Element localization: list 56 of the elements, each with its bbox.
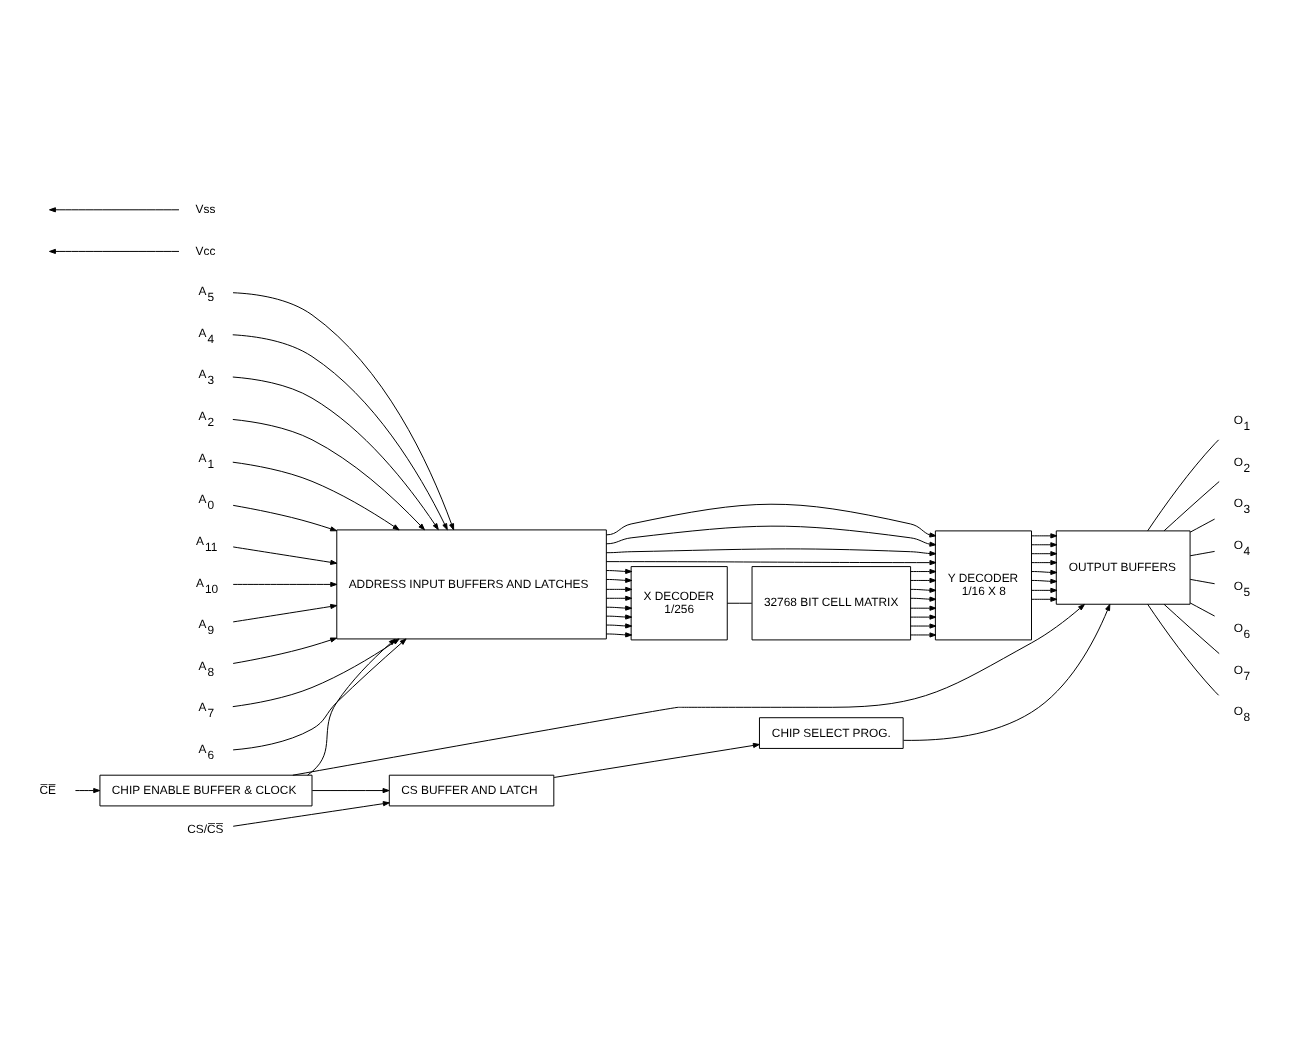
arrow <box>292 603 1085 776</box>
arrow <box>232 637 338 664</box>
arrow <box>605 577 633 583</box>
arrow <box>605 503 937 538</box>
arrow <box>49 207 180 213</box>
arrow <box>232 603 338 623</box>
connector <box>1147 603 1220 696</box>
connector <box>1189 518 1216 533</box>
connector <box>1189 550 1216 557</box>
arrow <box>1031 533 1058 539</box>
connector <box>1189 578 1216 585</box>
arrow <box>1031 587 1058 593</box>
arrow <box>1031 560 1058 566</box>
arrow <box>910 587 937 593</box>
arrow <box>1031 542 1058 548</box>
arrow <box>307 638 396 776</box>
arrow <box>1031 578 1058 584</box>
arrow <box>49 248 180 254</box>
arrow <box>910 614 937 620</box>
arrow <box>232 292 455 531</box>
arrow <box>910 568 937 575</box>
arrow <box>910 577 937 584</box>
arrow <box>605 586 633 592</box>
arrow <box>605 525 937 547</box>
arrow <box>232 418 425 531</box>
arrow <box>605 548 937 557</box>
arrow <box>605 560 937 566</box>
arrow <box>605 595 633 601</box>
connector <box>1163 603 1220 655</box>
arrow <box>605 632 633 638</box>
arrow <box>605 605 633 611</box>
arrow <box>311 787 390 794</box>
arrow <box>232 801 390 827</box>
arrow <box>232 376 439 531</box>
arrow <box>553 742 760 778</box>
arrow <box>232 581 338 587</box>
arrow <box>74 787 101 794</box>
arrow <box>232 546 338 565</box>
arrow <box>605 623 633 629</box>
arrow <box>1031 569 1058 575</box>
arrow <box>910 605 937 611</box>
arrow <box>910 596 937 602</box>
connector <box>726 602 753 604</box>
arrow <box>910 632 937 638</box>
arrow <box>1031 596 1058 602</box>
arrow <box>1031 551 1058 557</box>
connector <box>1189 602 1216 617</box>
arrow <box>605 614 633 620</box>
arrow <box>232 334 448 531</box>
arrow <box>910 623 937 629</box>
arrow <box>605 568 633 574</box>
arrow <box>232 461 400 531</box>
arrow <box>232 504 338 532</box>
connector <box>1147 439 1220 532</box>
connector <box>1163 481 1220 532</box>
arrow <box>903 603 1111 741</box>
